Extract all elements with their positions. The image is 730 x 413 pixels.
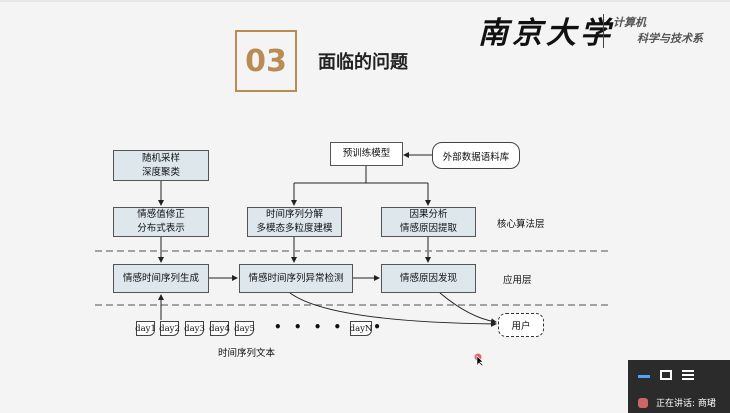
emotion-correction-line1: 情感值修正 [137,209,185,220]
day-document: day4 [209,321,230,336]
pretrained-model-box: 预训练模型 [330,142,403,166]
user-box: 用户 [498,313,544,337]
section-number: 03 [235,30,297,92]
department-line2: 科学与技术系 [637,32,703,45]
day-document: day5 [234,321,255,336]
causal-analysis-box: 因果分析 情感原因提取 [381,207,476,237]
random-sampling-line1: 随机采样 [141,152,180,164]
meeting-control-panel: 正在讲话: 商珺 [628,360,730,413]
day-document: day3 [184,321,205,336]
ts-decomposition-line1: 时间序列分解 [265,209,323,220]
department-line1: 计算机 [613,16,646,29]
minimize-icon[interactable] [638,374,650,378]
emotion-correction-line2: 分布式表示 [137,223,185,234]
day-document: day2 [159,321,180,336]
speaking-indicator: 正在讲话: 商珺 [628,392,730,413]
slide-top-border [0,0,730,2]
random-sampling-line2: 深度聚类 [141,166,180,178]
menu-icon[interactable] [682,370,694,380]
app-layer-label: 应用层 [503,275,532,286]
day-document: day1 [135,321,156,336]
anomaly-detection-box: 情感时间序列异常检测 [239,264,353,293]
logo-divider [603,14,604,48]
external-corpus-box: 外部数据语料库 [432,142,520,169]
window-icon[interactable] [660,370,672,380]
ts-decomposition-box: 时间序列分解 多模态多粒度建模 [247,207,342,237]
time-series-text-caption: 时间序列文本 [218,348,276,359]
ts-decomposition-line2: 多模态多粒度建模 [256,223,333,234]
random-sampling-box: 随机采样 深度聚类 [113,150,209,181]
ts-generation-box: 情感时间序列生成 [113,264,209,293]
slide-title: 面临的问题 [318,52,408,73]
speaking-label: 正在讲话: 商珺 [656,399,716,409]
core-layer-label: 核心算法层 [497,219,545,230]
microphone-icon [638,397,648,408]
view-toolbar [628,360,730,390]
causal-analysis-line2: 情感原因提取 [399,223,457,234]
speaker-name: 商珺 [697,399,716,409]
university-logo: 南京大学 [478,16,614,51]
mouse-cursor-icon [474,353,484,367]
cause-discovery-box: 情感原因发现 [381,264,476,293]
causal-analysis-line1: 因果分析 [409,209,448,220]
emotion-correction-box: 情感值修正 分布式表示 [113,207,209,237]
day-n-document: dayN [350,321,372,336]
